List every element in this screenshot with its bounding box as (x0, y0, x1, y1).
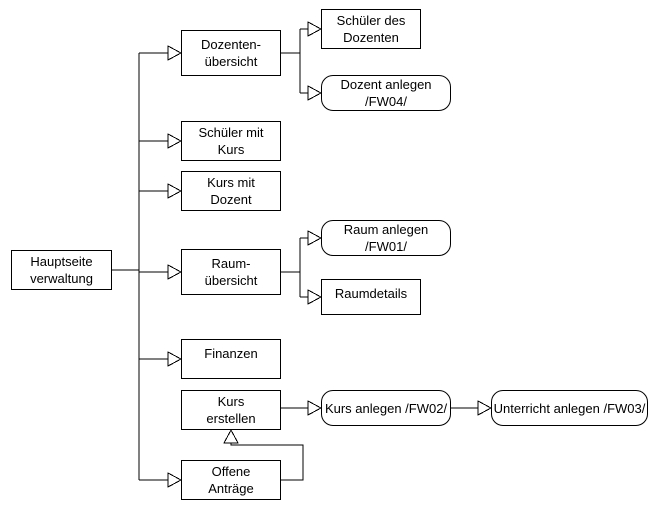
node-offene-antraege[interactable]: Offene Anträge (181, 460, 281, 500)
node-label-kurs-erstellen: Kurs erstellen (206, 394, 256, 426)
connector-edge-trunk-to-finanzen (139, 351, 183, 367)
connector-edge-trunk-to-kurs-mit-dozent (139, 183, 183, 199)
node-label-raum-uebersicht: Raum- übersicht (204, 256, 258, 288)
node-label-schueler-des-dozenten: Schüler des Dozenten (336, 13, 406, 45)
node-kurs-mit-dozent[interactable]: Kurs mit Dozent (181, 171, 281, 211)
node-raum-anlegen-fw01[interactable]: Raum anlegen /FW01/ (321, 220, 451, 256)
connector-edge-trunk-to-raum-uebersicht (139, 264, 183, 280)
node-finanzen[interactable]: Finanzen (181, 339, 281, 379)
connector-edge-fw02-to-fw03 (451, 400, 493, 416)
node-kurs-anlegen-fw02[interactable]: Kurs anlegen /FW02/ (321, 390, 451, 426)
arrowhead-edge-to-schueler-des-dozenten (307, 21, 323, 37)
connector-edge-to-raum-anlegen-fw01 (300, 230, 323, 246)
connector-edge-to-raumdetails (300, 289, 323, 305)
connector-edge-raum-split (281, 238, 301, 297)
node-label-dozent-anlegen-fw04: Dozent anlegen /FW04/ (340, 77, 432, 109)
arrowhead-edge-fw02-to-fw03 (477, 400, 493, 416)
arrowhead-edge-to-raumdetails (307, 289, 323, 305)
arrowhead-edge-trunk-to-finanzen (167, 351, 183, 367)
node-label-offene-antraege: Offene Anträge (208, 464, 254, 496)
node-kurs-erstellen[interactable]: Kurs erstellen (181, 390, 281, 430)
arrowhead-edge-trunk-to-kurs-mit-dozent (167, 183, 183, 199)
node-label-kurs-anlegen-fw02: Kurs anlegen /FW02/ (324, 400, 448, 416)
connector-edge-to-dozent-anlegen-fw04 (300, 85, 323, 101)
node-raumdetails[interactable]: Raumdetails (321, 279, 421, 315)
arrowhead-edge-trunk-to-dozenten-uebersicht (167, 45, 183, 61)
node-raum-uebersicht[interactable]: Raum- übersicht (181, 249, 281, 295)
arrowhead-edge-offene-antraege-to-kurs-erstellen (223, 428, 239, 444)
connector-edge-kurs-erstellen-to-fw02 (281, 400, 323, 416)
node-hauptseite-verwaltung[interactable]: Hauptseite verwaltung (11, 250, 112, 290)
node-label-raum-anlegen-fw01: Raum anlegen /FW01/ (343, 222, 429, 254)
node-dozent-anlegen-fw04[interactable]: Dozent anlegen /FW04/ (321, 75, 451, 111)
node-dozenten-uebersicht[interactable]: Dozenten- übersicht (181, 30, 281, 76)
node-label-raumdetails: Raumdetails (334, 286, 408, 301)
node-label-kurs-mit-dozent: Kurs mit Dozent (207, 175, 255, 207)
arrowhead-edge-to-raum-anlegen-fw01 (307, 230, 323, 246)
node-schueler-mit-kurs[interactable]: Schüler mit Kurs (181, 121, 281, 161)
connector-edge-trunk-to-offene-antraege (139, 472, 183, 488)
connector-edge-trunk-to-dozenten-uebersicht (139, 45, 183, 61)
node-label-finanzen: Finanzen (204, 346, 258, 361)
node-label-dozenten-uebersicht: Dozenten- übersicht (201, 37, 261, 69)
node-schueler-des-dozenten[interactable]: Schüler des Dozenten (321, 9, 421, 49)
connector-edge-trunk-to-schueler-mit-kurs (139, 133, 183, 149)
node-label-hauptseite-verwaltung: Hauptseite verwaltung (30, 254, 93, 286)
connector-edge-to-schueler-des-dozenten (300, 21, 323, 37)
arrowhead-edge-kurs-erstellen-to-fw02 (307, 400, 323, 416)
node-label-unterricht-anlegen-fw03: Unterricht anlegen /FW03/ (493, 400, 646, 416)
node-label-schueler-mit-kurs: Schüler mit Kurs (198, 125, 264, 157)
connector-edge-dozenten-split (281, 29, 301, 93)
arrowhead-edge-trunk-to-offene-antraege (167, 472, 183, 488)
arrowhead-edge-trunk-to-raum-uebersicht (167, 264, 183, 280)
arrowhead-edge-trunk-to-schueler-mit-kurs (167, 133, 183, 149)
node-unterricht-anlegen-fw03[interactable]: Unterricht anlegen /FW03/ (491, 390, 648, 426)
arrowhead-edge-to-dozent-anlegen-fw04 (307, 85, 323, 101)
